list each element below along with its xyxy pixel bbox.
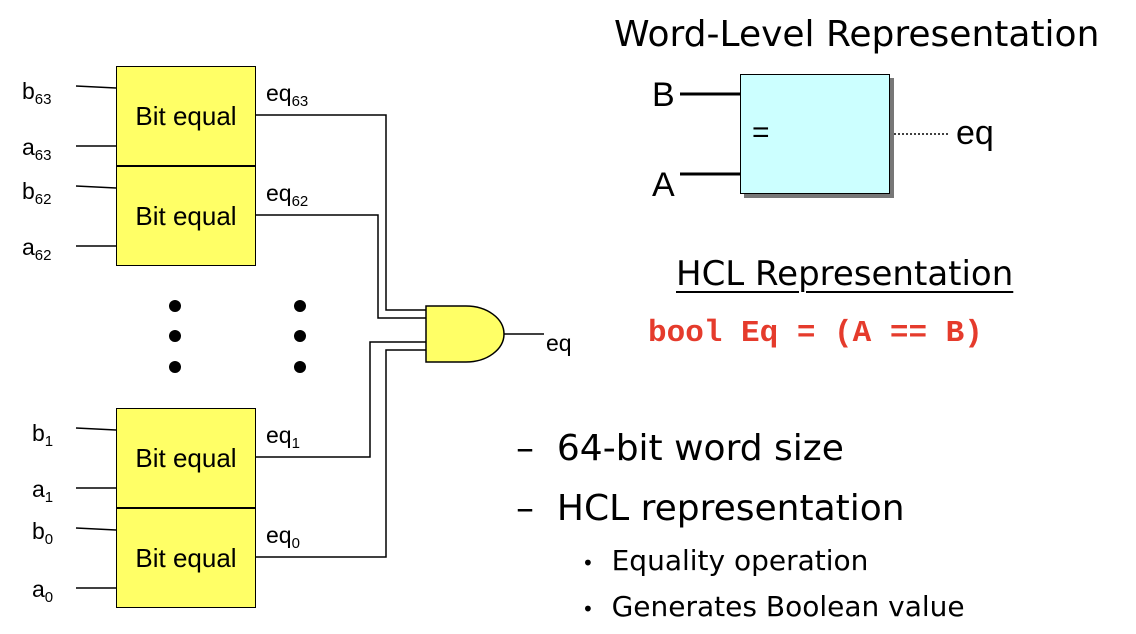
word-level-title: Word-Level Representation [614, 14, 1100, 55]
input-a63: a63 [22, 134, 52, 164]
block-label: Bit equal [135, 442, 237, 473]
input-b62: b62 [22, 178, 52, 208]
bit-equal-block-1: Bit equal [116, 408, 256, 508]
output-eq1: eq1 [266, 422, 300, 452]
and-output-label: eq [546, 330, 572, 356]
hcl-code: bool Eq = (A == B) [648, 316, 983, 351]
bullet-item: – 64-bit word size [516, 428, 844, 469]
output-eq62: eq62 [266, 180, 309, 210]
sub-bullet-item: • Generates Boolean value [582, 590, 965, 623]
ellipsis-dot [294, 361, 306, 373]
dash-icon: – [516, 428, 534, 469]
hcl-title: HCL Representation [676, 254, 1014, 294]
input-a1: a1 [32, 476, 54, 506]
input-b63: b63 [22, 78, 52, 108]
block-label: Bit equal [135, 200, 237, 231]
block-label: Bit equal [135, 100, 237, 131]
ellipsis-dot [294, 330, 306, 342]
bullet-item: – HCL representation [516, 488, 905, 529]
output-eq0: eq0 [266, 522, 300, 552]
word-output-eq: eq [956, 114, 994, 152]
bullet-dot-icon: • [582, 551, 594, 575]
bit-equal-block-63: Bit equal [116, 66, 256, 166]
bit-equal-block-0: Bit equal [116, 508, 256, 608]
word-equal-box [740, 74, 890, 194]
word-operator: = [752, 116, 770, 149]
word-input-b: B [652, 76, 675, 114]
input-a62: a62 [22, 234, 52, 264]
ellipsis-dot [169, 361, 181, 373]
input-b1: b1 [32, 420, 54, 450]
ellipsis-dot [294, 300, 306, 312]
ellipsis-dot [169, 330, 181, 342]
input-b0: b0 [32, 518, 54, 548]
block-label: Bit equal [135, 542, 237, 573]
input-a0: a0 [32, 576, 54, 606]
sub-bullet-item: • Equality operation [582, 544, 869, 577]
output-eq63: eq63 [266, 80, 309, 110]
bullet-dot-icon: • [582, 597, 594, 621]
ellipsis-dot [169, 300, 181, 312]
bit-equal-block-62: Bit equal [116, 166, 256, 266]
and-gate [425, 305, 505, 363]
word-input-a: A [652, 166, 675, 204]
dash-icon: – [516, 488, 534, 529]
